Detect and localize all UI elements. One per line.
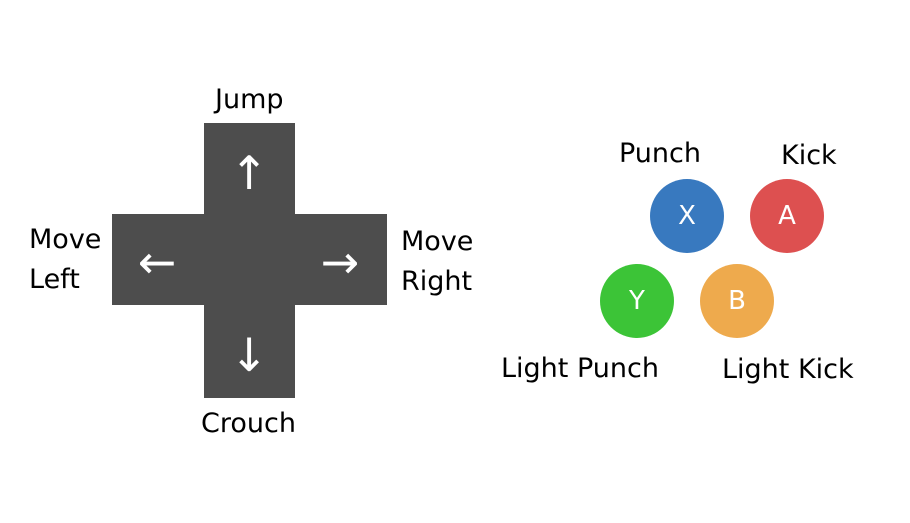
a-button[interactable]: A bbox=[750, 179, 824, 253]
move-left-label-line2: Left bbox=[29, 264, 80, 295]
arrow-up-icon[interactable]: ↑ bbox=[229, 146, 269, 200]
move-right-label-line2: Right bbox=[401, 266, 473, 297]
kick-label: Kick bbox=[781, 140, 837, 171]
dpad-horizontal-bar bbox=[112, 214, 387, 305]
light-kick-label: Light Kick bbox=[722, 354, 854, 385]
arrow-down-icon[interactable]: ↓ bbox=[229, 328, 269, 382]
punch-label: Punch bbox=[619, 138, 701, 169]
move-right-label: Move Right bbox=[401, 222, 473, 302]
light-punch-label: Light Punch bbox=[501, 353, 659, 384]
arrow-right-icon[interactable]: → bbox=[320, 235, 360, 289]
move-left-label-line1: Move bbox=[29, 224, 102, 255]
crouch-label: Crouch bbox=[201, 408, 296, 439]
move-left-label: Move Left bbox=[29, 220, 101, 300]
b-button[interactable]: B bbox=[700, 264, 774, 338]
jump-label: Jump bbox=[215, 84, 284, 115]
y-button[interactable]: Y bbox=[600, 264, 674, 338]
arrow-left-icon[interactable]: ← bbox=[137, 235, 177, 289]
move-right-label-line1: Move bbox=[401, 226, 474, 257]
x-button[interactable]: X bbox=[650, 179, 724, 253]
